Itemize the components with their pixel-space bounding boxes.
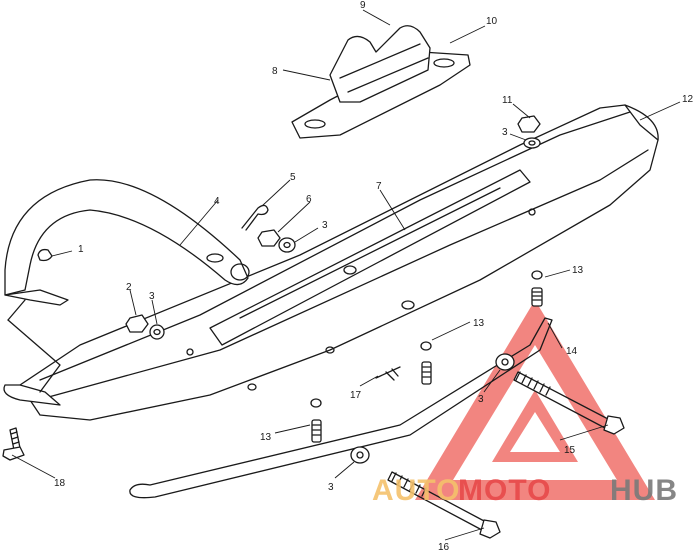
callout-3: 3 [328, 482, 334, 493]
callout-1: 1 [78, 244, 84, 255]
callout-13: 13 [473, 318, 485, 329]
watermark-text: AUTO MOTO HUB [372, 474, 678, 507]
bolt-15-thread [515, 371, 551, 396]
ski-tip-line [7, 299, 26, 321]
ski-hole [186, 348, 194, 356]
washer-hole [356, 451, 364, 459]
ski-loop [3, 179, 250, 406]
ski-hole [343, 265, 357, 275]
callout-labels: 9 10 8 11 12 3 5 7 4 6 3 1 13 2 3 13 14 … [54, 0, 694, 552]
saddle-slot [433, 58, 455, 68]
callout-10: 10 [486, 16, 498, 27]
ski-loop-end [230, 263, 250, 281]
stud [420, 341, 432, 385]
callout-14: 14 [566, 346, 578, 357]
spindle-channel-inner [239, 187, 501, 319]
spindle-channel [209, 169, 531, 346]
ski-hole [325, 346, 335, 354]
bolt-18-head [2, 446, 25, 461]
callout-3: 3 [502, 127, 508, 138]
watermark-auto: AUTO [372, 474, 460, 507]
ski-hole [401, 300, 415, 310]
washer [523, 137, 541, 149]
ski-upper-edge [39, 111, 631, 381]
watermark-moto: MOTO [458, 474, 551, 507]
washer [149, 324, 165, 340]
ski-loop-slot [206, 253, 224, 263]
leader-lines [11, 9, 681, 541]
washer-hole [153, 328, 161, 336]
ski-saddle [291, 25, 471, 139]
watermark-triangle [415, 300, 655, 500]
watermark-logo [415, 300, 655, 500]
cotter-pin [241, 204, 269, 231]
ski-body [19, 104, 659, 421]
ski-hole [247, 383, 257, 391]
nut [257, 229, 281, 247]
bolt-16-thread [391, 472, 427, 497]
saddle-slot [304, 119, 326, 129]
callout-15: 15 [564, 445, 576, 456]
callout-11: 11 [502, 95, 513, 106]
nut [125, 314, 149, 333]
saddle-block [329, 25, 431, 103]
saddle-block-edge [339, 43, 429, 93]
callout-12: 12 [682, 94, 694, 105]
bolt-18 [2, 427, 25, 461]
ski-tip-line [7, 319, 61, 393]
watermark-hub: HUB [610, 474, 678, 507]
callout-4: 4 [214, 196, 220, 207]
bolt-15-head [603, 415, 625, 435]
bolt-16-head [479, 519, 501, 539]
washer [350, 446, 370, 464]
callout-13: 13 [572, 265, 584, 276]
stud [310, 398, 322, 443]
callout-5: 5 [290, 172, 296, 183]
callout-2: 2 [126, 282, 132, 293]
callout-7: 7 [376, 181, 382, 192]
washer [495, 353, 515, 371]
ski-lower-edge [44, 149, 649, 399]
washer-hole [283, 241, 291, 249]
stud [531, 270, 543, 307]
callout-3: 3 [322, 220, 328, 231]
watermark-inner-triangle [492, 390, 578, 462]
ski-tip-curve [624, 104, 659, 141]
bolt-15 [513, 371, 625, 435]
loop-cap [37, 248, 53, 262]
callout-17: 17 [350, 390, 362, 401]
ski-loop-handle [4, 179, 249, 296]
callout-9: 9 [360, 0, 366, 11]
callout-3: 3 [478, 394, 484, 405]
washer-hole [528, 140, 536, 146]
callout-8: 8 [272, 66, 278, 77]
wear-bar [129, 317, 553, 499]
washer-hole [501, 358, 509, 366]
ski-loop-lower [4, 289, 69, 306]
ski-hole [528, 208, 536, 216]
ski-front-tip [3, 384, 61, 406]
callout-18: 18 [54, 478, 66, 489]
nut [517, 115, 541, 133]
bolt-16 [387, 471, 501, 539]
pin-17 [375, 366, 401, 381]
callout-3: 3 [149, 291, 155, 302]
callout-16: 16 [438, 542, 450, 552]
callout-6: 6 [306, 194, 312, 205]
bolt-18-thread [10, 431, 20, 445]
callout-13: 13 [260, 432, 272, 443]
washer [278, 237, 296, 253]
